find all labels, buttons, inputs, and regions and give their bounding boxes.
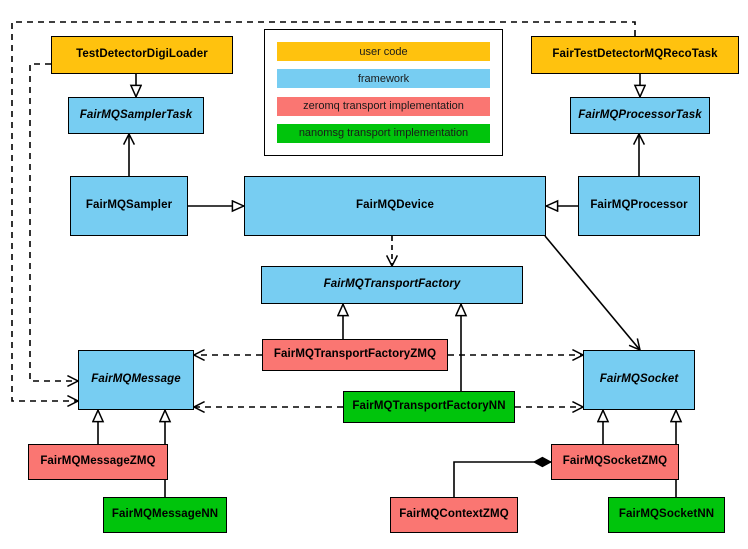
- legend-label-framework: framework: [357, 72, 410, 85]
- class-node-FairMQSocketNN[interactable]: FairMQSocketNN: [608, 497, 725, 533]
- class-node-FairMQTransportFactoryZMQ[interactable]: FairMQTransportFactoryZMQ: [262, 339, 448, 371]
- class-node-FairMQTransportFactory[interactable]: FairMQTransportFactory: [261, 266, 523, 304]
- class-node-FairMQMessage[interactable]: FairMQMessage: [78, 350, 194, 410]
- class-node-TestDetectorDigiLoader[interactable]: TestDetectorDigiLoader: [51, 36, 233, 74]
- class-node-FairMQMessageNN[interactable]: FairMQMessageNN: [103, 497, 227, 533]
- legend-item-nanomsg: nanomsg transport implementation: [277, 123, 490, 143]
- class-node-FairMQSampler[interactable]: FairMQSampler: [70, 176, 188, 236]
- class-node-FairMQSocket[interactable]: FairMQSocket: [583, 350, 695, 410]
- class-node-FairMQTransportFactoryNN[interactable]: FairMQTransportFactoryNN: [343, 391, 515, 423]
- edge-device-to-socket: [544, 235, 640, 350]
- legend-label-user-code: user code: [359, 45, 408, 58]
- legend-item-zeromq: zeromq transport implementation: [277, 96, 490, 116]
- class-node-FairMQMessageZMQ[interactable]: FairMQMessageZMQ: [28, 444, 168, 480]
- class-node-FairMQProcessor[interactable]: FairMQProcessor: [578, 176, 700, 236]
- legend-label-nanomsg: nanomsg transport implementation: [298, 127, 469, 140]
- color-legend: user code framework zeromq transport imp…: [264, 29, 503, 156]
- class-node-FairMQProcessorTask[interactable]: FairMQProcessorTask: [570, 97, 710, 134]
- edge-contextzmq-to-socketzmq: [453, 456, 553, 497]
- class-node-FairMQDevice[interactable]: FairMQDevice: [244, 176, 546, 236]
- class-node-FairTestDetectorMQRecoTask[interactable]: FairTestDetectorMQRecoTask: [531, 36, 739, 74]
- class-node-FairMQSocketZMQ[interactable]: FairMQSocketZMQ: [551, 444, 679, 480]
- class-node-FairMQSamplerTask[interactable]: FairMQSamplerTask: [68, 97, 204, 134]
- legend-label-zeromq: zeromq transport implementation: [303, 100, 464, 113]
- legend-item-framework: framework: [277, 69, 490, 89]
- legend-item-user-code: user code: [277, 42, 490, 62]
- class-node-FairMQContextZMQ[interactable]: FairMQContextZMQ: [390, 497, 518, 533]
